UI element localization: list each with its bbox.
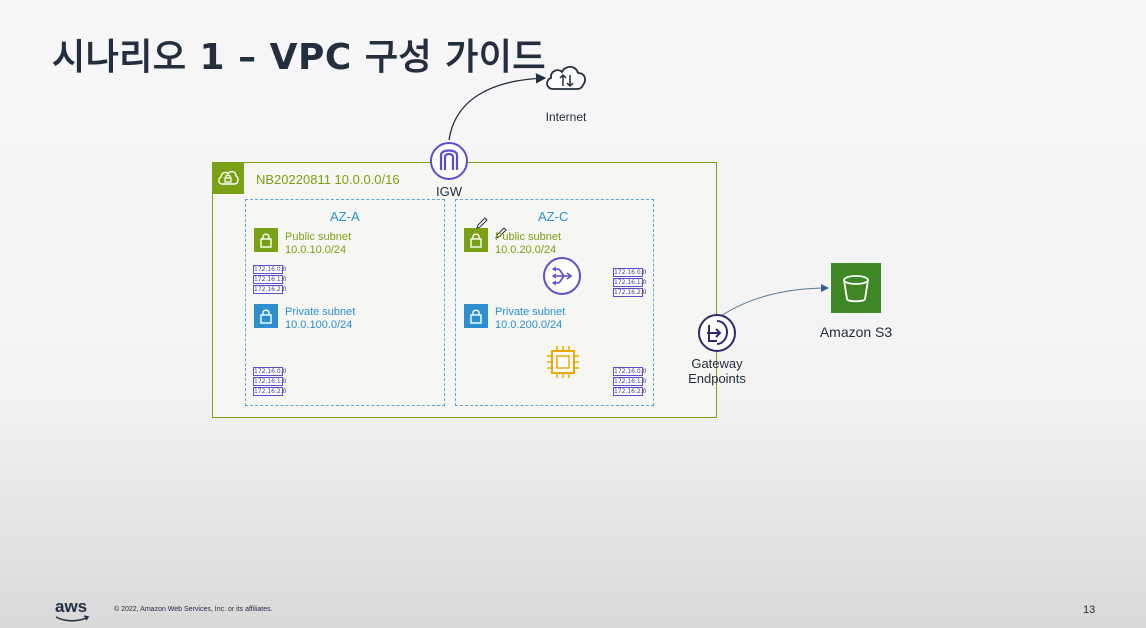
route-entry: 172.16.0.0	[613, 268, 647, 277]
pencil-icon	[476, 217, 488, 229]
subnet-name: Public subnet	[285, 231, 352, 243]
route-entry: 172.16.2.0	[613, 387, 647, 396]
az-a-label: AZ-A	[330, 209, 360, 224]
subnet-name: Private subnet	[495, 306, 566, 318]
subnet-name: Private subnet	[285, 306, 356, 318]
igw-internet-arrow	[448, 73, 547, 141]
route-entry: 172.16.2.0	[613, 288, 647, 297]
subnet-cidr: 10.0.10.0/24	[285, 244, 347, 256]
az-a-private-subnet: Private subnet 10.0.100.0/24	[285, 306, 355, 332]
gateway-endpoints-label: Gateway Endpoints	[677, 356, 757, 386]
route-table: 172.16.0.0 172.16.1.0 172.16.2.0	[253, 367, 287, 397]
lock-icon	[464, 228, 488, 252]
route-table: 172.16.0.0 172.16.1.0 172.16.2.0	[613, 367, 647, 397]
route-entry: 172.16.2.0	[253, 387, 287, 396]
az-a-box	[245, 199, 445, 406]
copyright-footer: © 2022, Amazon Web Services, Inc. or its…	[114, 606, 273, 613]
ec2-instance-icon	[547, 346, 579, 378]
s3-label: Amazon S3	[819, 324, 893, 340]
lock-icon	[254, 228, 278, 252]
route-table: 172.16.0.0 172.16.1.0 172.16.2.0	[613, 268, 647, 298]
subnet-cidr: 10.0.200.0/24	[495, 319, 563, 331]
internet-label: Internet	[545, 110, 587, 124]
lock-icon	[254, 304, 278, 328]
route-entry: 172.16.1.0	[253, 377, 287, 386]
az-c-public-subnet: Public subnet 10.0.20.0/24	[495, 231, 561, 257]
route-entry: 172.16.0.0	[253, 265, 287, 274]
s3-bucket-icon	[831, 263, 881, 313]
az-c-box	[455, 199, 654, 406]
route-entry: 172.16.1.0	[613, 377, 647, 386]
vpc-label: NB20220811 10.0.0.0/16	[256, 172, 400, 187]
az-c-private-subnet: Private subnet 10.0.200.0/24	[495, 306, 565, 332]
aws-smile-icon	[55, 615, 90, 622]
aws-logo: aws	[55, 597, 90, 622]
route-entry: 172.16.0.0	[613, 367, 647, 376]
page-number: 13	[1083, 604, 1096, 616]
lock-icon	[464, 304, 488, 328]
internet-gateway-icon	[430, 142, 468, 180]
nat-gateway-icon	[543, 257, 581, 295]
vpc-cloud-icon	[212, 162, 244, 194]
gateway-label-line1: Gateway	[691, 356, 743, 371]
cloud-icon	[546, 65, 586, 90]
az-a-public-subnet: Public subnet 10.0.10.0/24	[285, 231, 351, 257]
gateway-endpoint-icon	[698, 314, 736, 352]
route-table: 172.16.0.0 172.16.1.0 172.16.2.0	[253, 265, 287, 295]
route-entry: 172.16.2.0	[253, 285, 287, 294]
route-entry: 172.16.0.0	[253, 367, 287, 376]
pencil-icon	[495, 227, 507, 239]
az-c-label: AZ-C	[538, 209, 569, 224]
page-title: 시나리오 1 – VPC 구성 가이드	[52, 37, 546, 78]
subnet-cidr: 10.0.20.0/24	[495, 244, 557, 256]
igw-label: IGW	[436, 184, 462, 199]
route-entry: 172.16.1.0	[253, 275, 287, 284]
aws-logo-text: aws	[55, 597, 88, 616]
subnet-name: Public subnet	[495, 231, 562, 243]
subnet-cidr: 10.0.100.0/24	[285, 319, 353, 331]
route-entry: 172.16.1.0	[613, 278, 647, 287]
gateway-label-line2: Endpoints	[688, 371, 746, 386]
